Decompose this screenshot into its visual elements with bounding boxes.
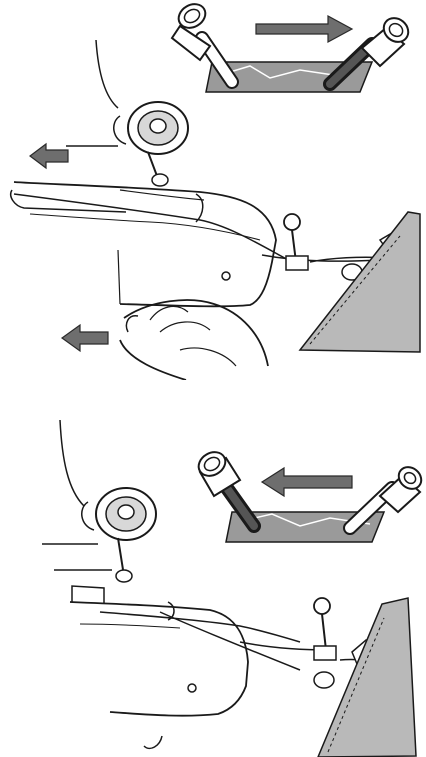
- bottom-panel: [0, 380, 426, 757]
- thread-pull-arrow-left-icon: [30, 144, 68, 168]
- lever-right: [350, 463, 426, 528]
- lever-left: [194, 447, 254, 526]
- machine-head: [60, 420, 330, 748]
- thread-path: [11, 190, 292, 262]
- top-panel: [0, 0, 426, 380]
- tension-dial: [42, 488, 156, 582]
- thread-path: [72, 586, 300, 670]
- lever-inset: [194, 447, 425, 542]
- top-panel-drawing: [0, 0, 426, 380]
- hand: [120, 300, 268, 380]
- lever-inset: [172, 0, 413, 92]
- lever-left: [172, 0, 232, 82]
- hand-pull-arrow-left-icon: [62, 325, 108, 351]
- bottom-panel-drawing: [0, 380, 426, 757]
- lever-motion-arrow-left-icon: [262, 468, 352, 496]
- lever-motion-arrow-right-icon: [256, 16, 352, 42]
- tension-dial: [66, 102, 188, 186]
- fabric: [300, 212, 420, 352]
